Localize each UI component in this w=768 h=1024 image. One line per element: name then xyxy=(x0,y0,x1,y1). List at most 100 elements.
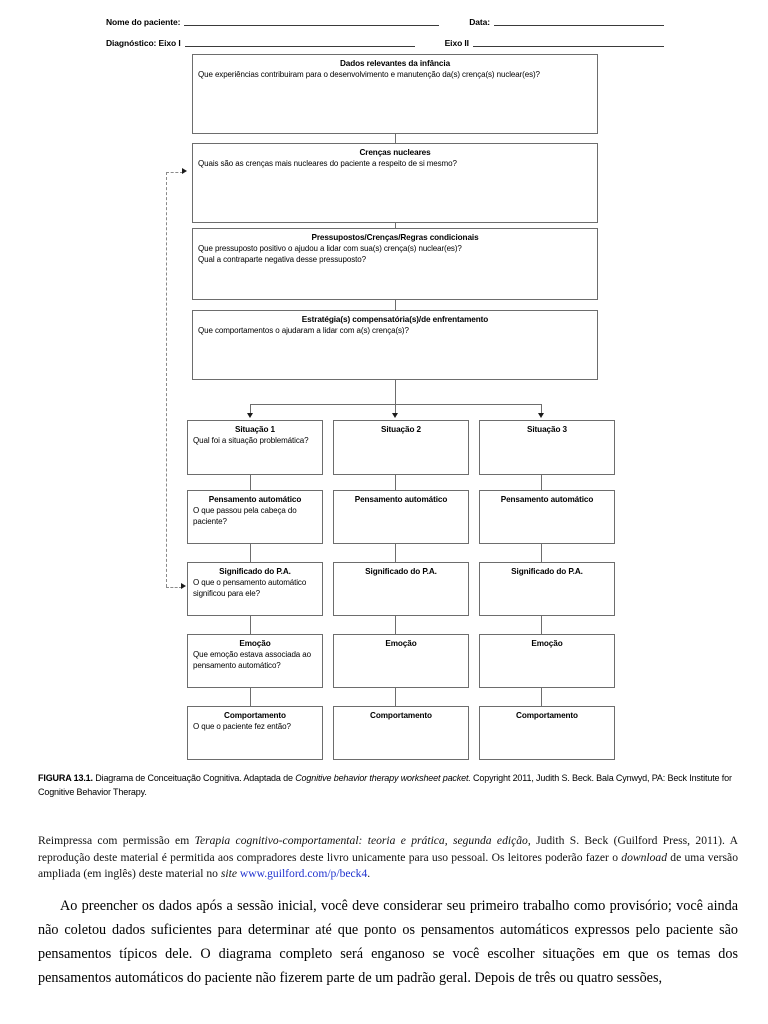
feedback-arrow-to-meaning xyxy=(181,583,186,589)
box-title: Emoção xyxy=(531,639,563,648)
connector-col3-s3 xyxy=(541,616,542,634)
box-prompt: O que o pensamento automático significou… xyxy=(193,578,307,598)
cognitive-conceptualization-diagram: Dados relevantes da infância Que experiê… xyxy=(0,46,768,776)
box-meaning-2[interactable]: Significado do P.A. xyxy=(333,562,469,616)
box-meaning-3[interactable]: Significado do P.A. xyxy=(479,562,615,616)
permission-text-3: de uma versão ampliada (em inglês) deste… xyxy=(38,850,738,881)
box-title: Significado do P.A. xyxy=(511,567,583,576)
box-title: Situação 1 xyxy=(235,425,275,434)
box-automatic-thought-1[interactable]: Pensamento automático O que passou pela … xyxy=(187,490,323,544)
box-prompt: Que emoção estava associada ao pensament… xyxy=(193,650,311,670)
connector-col2-s3 xyxy=(395,616,396,634)
box-title: Significado do P.A. xyxy=(365,567,437,576)
box-title: Pensamento automático xyxy=(354,495,448,504)
feedback-loop-top-horizontal xyxy=(166,172,183,173)
box-title: Emoção xyxy=(385,639,417,648)
connector-col1-s4 xyxy=(250,688,251,706)
connector-col2-s1 xyxy=(395,475,396,490)
diagnosis-axis1-label: Diagnóstico: Eixo I xyxy=(106,38,181,48)
connector-col2-s2 xyxy=(395,544,396,562)
connector-branch-col1 xyxy=(250,404,251,416)
connector-core-to-assumptions xyxy=(395,223,396,228)
box-compensatory-strategies[interactable]: Estratégia(s) compensatória(s)/de enfren… xyxy=(192,310,598,380)
form-row-name: Nome do paciente: Data: xyxy=(106,8,666,29)
box-title: Pensamento automático xyxy=(208,495,302,504)
box-emotion-3[interactable]: Emoção xyxy=(479,634,615,688)
permission-text-2: , Judith S. Beck (Guilford Press, 2011).… xyxy=(38,834,738,864)
connector-branch-col3 xyxy=(541,404,542,416)
figure-label: FIGURA 13.1. xyxy=(38,773,93,783)
box-situation-3[interactable]: Situação 3 xyxy=(479,420,615,475)
box-childhood-data[interactable]: Dados relevantes da infância Que experiê… xyxy=(192,54,598,134)
connector-col3-s1 xyxy=(541,475,542,490)
box-conditional-assumptions[interactable]: Pressupostos/Crenças/Regras condicionais… xyxy=(192,228,598,300)
arrow-down-col3 xyxy=(538,413,544,418)
box-title: Comportamento xyxy=(370,711,432,720)
box-title: Pensamento automático xyxy=(500,495,594,504)
box-situation-1[interactable]: Situação 1 Qual foi a situação problemát… xyxy=(187,420,323,475)
box-title: Estratégia(s) compensatória(s)/de enfren… xyxy=(301,315,489,324)
box-title: Situação 3 xyxy=(527,425,567,434)
box-prompt: Que comportamentos o ajudaram a lidar co… xyxy=(198,326,409,335)
patient-name-field[interactable] xyxy=(184,24,440,26)
box-prompt: Que pressuposto positivo o ajudou a lida… xyxy=(198,244,462,264)
connector-col2-s4 xyxy=(395,688,396,706)
box-title: Comportamento xyxy=(224,711,286,720)
caption-text-2: Copyright 2011, Judith S. Beck. Bala Cyn… xyxy=(38,773,732,797)
box-title: Emoção xyxy=(239,639,271,648)
connector-strategies-stem xyxy=(395,380,396,404)
box-title: Dados relevantes da infância xyxy=(339,59,451,68)
connector-col3-s4 xyxy=(541,688,542,706)
figure-caption: FIGURA 13.1. Diagrama de Conceituação Co… xyxy=(38,772,738,799)
box-behavior-1[interactable]: Comportamento O que o paciente fez então… xyxy=(187,706,323,760)
permission-text-1: Reimpressa com permissão em xyxy=(38,834,195,847)
box-behavior-2[interactable]: Comportamento xyxy=(333,706,469,760)
guilford-link[interactable]: www.guilford.com/p/beck4 xyxy=(236,867,368,880)
connector-col1-s1 xyxy=(250,475,251,490)
box-automatic-thought-2[interactable]: Pensamento automático xyxy=(333,490,469,544)
box-emotion-2[interactable]: Emoção xyxy=(333,634,469,688)
box-core-beliefs[interactable]: Crenças nucleares Quais são as crenças m… xyxy=(192,143,598,223)
arrow-down-col1 xyxy=(247,413,253,418)
box-prompt: O que o paciente fez então? xyxy=(193,722,291,731)
date-label: Data: xyxy=(469,17,490,27)
axis2-field[interactable] xyxy=(472,45,664,47)
box-prompt: Que experiências contribuiram para o des… xyxy=(198,70,540,79)
caption-text-1: Diagrama de Conceituação Cognitiva. Adap… xyxy=(92,773,296,783)
box-emotion-1[interactable]: Emoção Que emoção estava associada ao pe… xyxy=(187,634,323,688)
caption-italic-title: Cognitive behavior therapy worksheet pac… xyxy=(295,773,471,783)
permission-italic-2: download xyxy=(621,850,668,864)
patient-name-label: Nome do paciente: xyxy=(106,17,181,27)
permission-note: Reimpressa com permissão em Terapia cogn… xyxy=(38,833,738,883)
form-row-diagnosis: Diagnóstico: Eixo I Eixo II xyxy=(106,29,666,50)
feedback-arrow-to-core-beliefs xyxy=(182,168,187,174)
box-prompt: O que passou pela cabeça do paciente? xyxy=(193,506,297,526)
box-title: Situação 2 xyxy=(381,425,421,434)
permission-italic-1: Terapia cognitivo-comportamental: teoria… xyxy=(194,834,528,847)
axis1-field[interactable] xyxy=(184,45,415,47)
connector-childhood-to-core xyxy=(395,134,396,143)
connector-col3-s2 xyxy=(541,544,542,562)
box-title: Comportamento xyxy=(516,711,578,720)
patient-header-form: Nome do paciente: Data: Diagnóstico: Eix… xyxy=(106,8,666,50)
arrow-down-col2 xyxy=(392,413,398,418)
box-title: Crenças nucleares xyxy=(359,148,431,157)
box-title: Pressupostos/Crenças/Regras condicionais xyxy=(311,233,479,242)
date-field[interactable] xyxy=(494,24,664,26)
box-behavior-3[interactable]: Comportamento xyxy=(479,706,615,760)
connector-branch-col2 xyxy=(395,404,396,416)
permission-text-4: . xyxy=(367,867,371,880)
connector-col1-s3 xyxy=(250,616,251,634)
permission-italic-3: site xyxy=(220,867,237,880)
body-paragraph: Ao preencher os dados após a sessão inic… xyxy=(38,898,738,986)
axis2-label: Eixo II xyxy=(444,38,469,48)
feedback-loop-vertical xyxy=(166,172,167,587)
box-prompt: Quais são as crenças mais nucleares do p… xyxy=(198,159,457,168)
connector-col1-s2 xyxy=(250,544,251,562)
box-automatic-thought-3[interactable]: Pensamento automático xyxy=(479,490,615,544)
connector-assumptions-to-strategies xyxy=(395,300,396,310)
box-prompt: Qual foi a situação problemática? xyxy=(193,436,309,445)
box-situation-2[interactable]: Situação 2 xyxy=(333,420,469,475)
box-meaning-1[interactable]: Significado do P.A. O que o pensamento a… xyxy=(187,562,323,616)
